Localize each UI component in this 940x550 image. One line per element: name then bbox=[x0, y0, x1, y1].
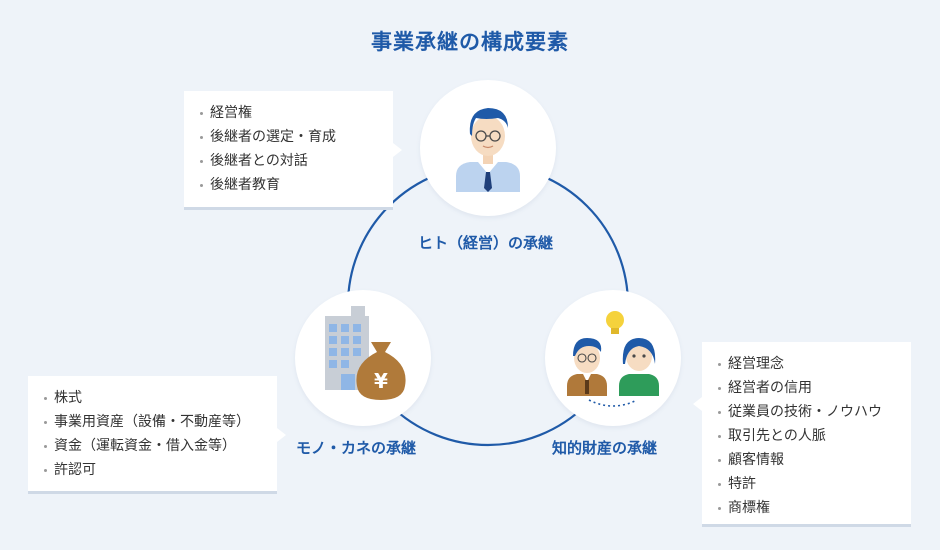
list-item: 取引先との人脈 bbox=[718, 424, 897, 448]
list-item: 許認可 bbox=[44, 458, 263, 482]
list-item: 事業用資産（設備・不動産等） bbox=[44, 410, 263, 434]
list-item: 後継者との対話 bbox=[200, 149, 379, 173]
node-assets: ¥ bbox=[295, 290, 431, 426]
list-item: 従業員の技術・ノウハウ bbox=[718, 400, 897, 424]
yen-symbol: ¥ bbox=[374, 369, 388, 393]
node-ip-label: 知的財産の承継 bbox=[552, 439, 658, 457]
businessman-icon bbox=[456, 108, 520, 192]
list-item: 顧客情報 bbox=[718, 448, 897, 472]
node-people-label: ヒト（経営）の承継 bbox=[418, 234, 554, 252]
list-item: 経営理念 bbox=[718, 352, 897, 376]
list-item: 経営者の信用 bbox=[718, 376, 897, 400]
list-item: 資金（運転資金・借入金等） bbox=[44, 434, 263, 458]
node-assets-label: モノ・カネの承継 bbox=[296, 439, 417, 457]
list-item: 後継者教育 bbox=[200, 173, 379, 197]
node-ip bbox=[545, 290, 681, 426]
money-bag-icon: ¥ bbox=[356, 342, 406, 400]
list-item: 特許 bbox=[718, 472, 897, 496]
list-item: 経営権 bbox=[200, 101, 379, 125]
ip-items-box: 経営理念 経営者の信用 従業員の技術・ノウハウ 取引先との人脈 顧客情報 特許 … bbox=[693, 342, 911, 527]
page-title: 事業承継の構成要素 bbox=[371, 30, 569, 54]
assets-items-box: 株式 事業用資産（設備・不動産等） 資金（運転資金・借入金等） 許認可 bbox=[28, 376, 286, 494]
node-people bbox=[420, 80, 556, 216]
two-people-icon bbox=[567, 311, 659, 407]
list-item: 株式 bbox=[44, 386, 263, 410]
people-items-box: 経営権 後継者の選定・育成 後継者との対話 後継者教育 bbox=[184, 91, 402, 210]
list-item: 商標権 bbox=[718, 496, 897, 520]
list-item: 後継者の選定・育成 bbox=[200, 125, 379, 149]
